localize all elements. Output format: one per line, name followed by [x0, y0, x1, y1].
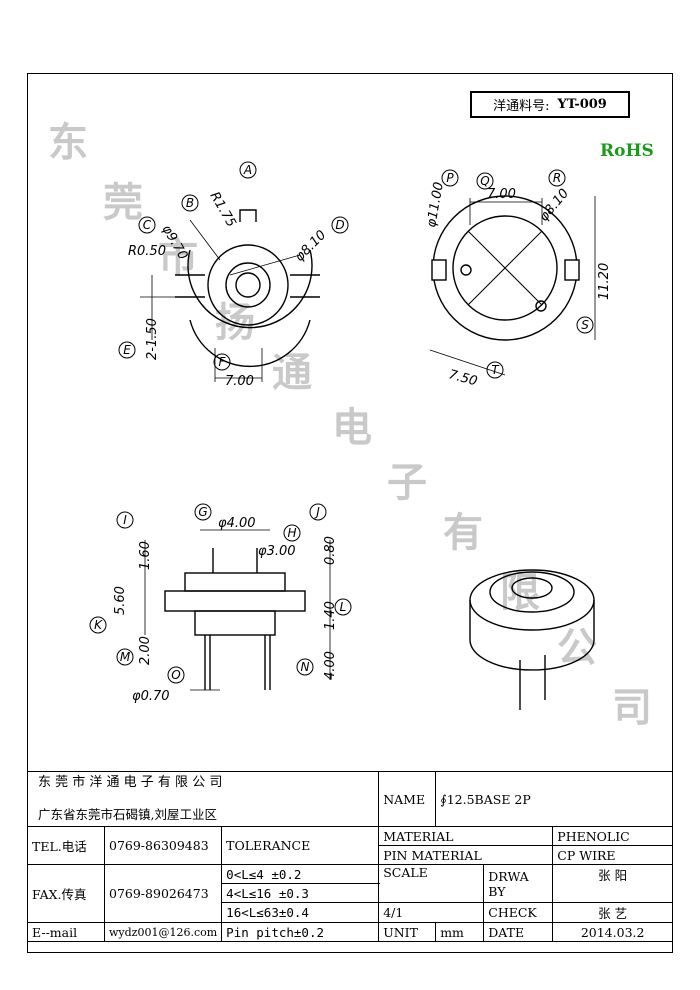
dim-text: 11.20: [597, 263, 612, 300]
tolerance-row-3: 16<L≤63±0.4: [221, 902, 380, 923]
tel-label: TEL.电话: [27, 826, 105, 865]
company-address: 广东省东莞市石碣镇,刘屋工业区: [38, 807, 217, 822]
top-view: [140, 209, 320, 382]
dim-text: 1.60: [138, 541, 153, 570]
watermark-char: 子: [387, 460, 427, 506]
isometric-view: [469, 569, 595, 710]
callout-label: P: [446, 171, 454, 185]
watermark-char: 司: [612, 685, 652, 731]
scale-value: 4/1: [378, 902, 485, 923]
callout-label: H: [287, 526, 296, 540]
dim-text: φ11.00: [424, 181, 447, 229]
unit-value: mm: [435, 922, 485, 942]
dim-text: 5.60: [113, 586, 128, 615]
bottom-view: [429, 195, 596, 376]
pin-material-value: CP WIRE: [552, 845, 673, 865]
callout-label: N: [301, 660, 310, 674]
tolerance-row-1: 0<L≤4 ±0.2: [221, 864, 380, 884]
dim-text: 2-1.50: [145, 318, 160, 360]
watermark-char: 东: [48, 120, 88, 166]
part-number-box: 洋通料号: YT-009: [470, 91, 630, 118]
dim-text: φ3.00: [258, 544, 296, 559]
watermark-char: 有: [443, 510, 483, 556]
rohs-mark: RoHS: [600, 141, 654, 161]
date-label: DATE: [483, 922, 554, 942]
company-name: 东 莞 市 洋 通 电 子 有 限 公 司: [38, 775, 223, 790]
callout-label: T: [491, 363, 500, 377]
date-value: 2014.03.2: [552, 922, 673, 942]
callout-label: E: [123, 343, 131, 357]
callout-label: R: [553, 171, 561, 185]
pin-material-label: PIN MATERIAL: [378, 845, 554, 865]
part-number-value: YT-009: [557, 97, 607, 112]
scale-label: SCALE: [378, 864, 485, 903]
fax-label: FAX.传真: [27, 864, 105, 923]
watermark-char: 莞: [103, 180, 143, 226]
callout-label: S: [581, 318, 589, 332]
callout-label: L: [340, 600, 347, 614]
callout-label: D: [335, 218, 344, 232]
dim-text: φ8.10: [292, 228, 329, 265]
dim-text: 7.00: [225, 374, 254, 389]
tolerance-row-4: Pin pitch±0.2: [221, 922, 380, 942]
dim-text: φ4.00: [218, 516, 256, 531]
dim-text: 2.00: [138, 636, 153, 665]
tel-value: 0769-86309483: [103, 826, 223, 865]
drawn-value: 张 阳: [552, 864, 673, 903]
dim-text: 7.00: [487, 187, 516, 202]
check-label: CHECK: [483, 902, 554, 923]
tolerance-row-2: 4<L≤16 ±0.3: [221, 883, 380, 903]
dim-text: R0.50: [128, 244, 166, 259]
callout-label: A: [243, 163, 252, 177]
material-label: MATERIAL: [378, 826, 554, 846]
callout-label: J: [314, 505, 320, 519]
dim-text: φ0.70: [132, 689, 170, 704]
unit-label: UNIT: [378, 922, 437, 942]
callout-label: I: [123, 513, 127, 527]
callout-label: F: [219, 355, 227, 369]
dim-text: 4.00: [323, 651, 338, 680]
watermark-char: 通: [272, 350, 312, 396]
dim-text: 7.50: [447, 367, 479, 389]
callout-label: K: [94, 618, 103, 632]
dim-text: 0.80: [323, 536, 338, 565]
material-value: PHENOLIC: [552, 826, 673, 846]
company-cell: 东 莞 市 洋 通 电 子 有 限 公 司 广东省东莞市石碣镇,刘屋工业区: [26, 771, 380, 827]
watermark-char: 公: [557, 625, 597, 671]
watermark-char: 电: [332, 405, 372, 451]
callout-label: Q: [480, 174, 489, 188]
dim-text: 1.40: [323, 601, 338, 630]
email-label: E--mail: [27, 922, 105, 942]
side-view: [144, 529, 331, 691]
fax-value: 0769-89026473: [103, 864, 223, 923]
name-value: ∮12.5BASE 2P: [435, 771, 673, 827]
callout-label: B: [186, 196, 194, 210]
dim-text: R1.75: [207, 190, 239, 230]
drawing-frame: [27, 73, 673, 953]
callout-label: M: [120, 650, 131, 664]
tolerance-label: TOLERANCE: [221, 826, 380, 865]
title-block: 东 莞 市 洋 通 电 子 有 限 公 司 广东省东莞市石碣镇,刘屋工业区 NA…: [26, 771, 673, 942]
part-number-label: 洋通料号:: [493, 99, 550, 114]
email-value: wydz001@126.com: [103, 922, 223, 942]
callout-label: C: [143, 218, 152, 232]
callout-label: O: [171, 668, 180, 682]
check-value: 张 艺: [552, 902, 673, 923]
watermark-char: 市: [158, 235, 198, 281]
drawn-label: DRWA BY: [483, 864, 554, 903]
name-label: NAME: [378, 771, 437, 827]
callout-label: G: [198, 505, 207, 519]
